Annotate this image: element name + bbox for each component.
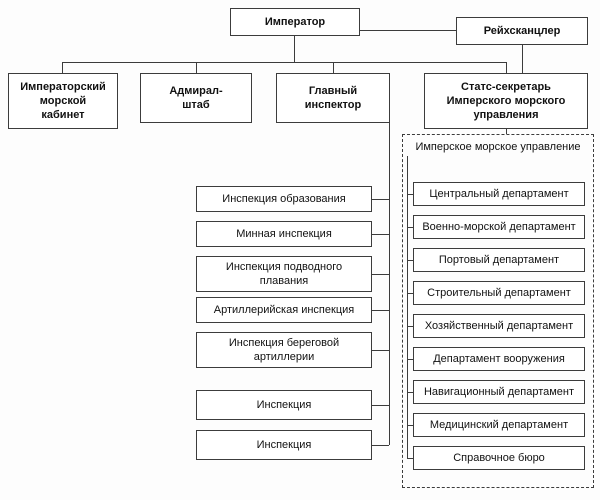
naval-office-group-label: Имперское морское управление	[415, 141, 581, 153]
node-inspection-mine: Минная инспекция	[196, 221, 372, 247]
node-admiral-staff-label: Адмирал- штаб	[169, 84, 223, 111]
connector-line	[372, 234, 389, 235]
node-dept-economic: Хозяйственный департамент	[413, 314, 585, 338]
node-inspection-label: Минная инспекция	[236, 227, 332, 240]
node-imperial-naval-cabinet-label: Императорский морской кабинет	[20, 80, 106, 122]
node-admiral-staff: Адмирал- штаб	[140, 73, 252, 123]
connector-line	[372, 445, 389, 446]
connector-line	[407, 425, 413, 426]
connector-line	[407, 156, 408, 458]
connector-line	[372, 274, 389, 275]
node-inspection-label: Инспекция подводного плавания	[225, 260, 343, 287]
node-dept-medical: Медицинский департамент	[413, 413, 585, 437]
node-dept-naval: Военно-морской департамент	[413, 215, 585, 239]
node-inspection-education: Инспекция образования	[196, 186, 372, 212]
node-dept-information-bureau: Справочное бюро	[413, 446, 585, 470]
node-dept-label: Справочное бюро	[453, 451, 545, 464]
node-inspection-coastal-artillery: Инспекция береговой артиллерии	[196, 332, 372, 368]
node-dept-label: Портовый департамент	[438, 253, 560, 266]
node-chancellor-label: Рейхсканцлер	[483, 24, 561, 37]
node-chief-inspector: Главный инспектор	[276, 73, 390, 123]
connector-line	[62, 62, 63, 73]
connector-line	[372, 350, 389, 351]
connector-line	[407, 227, 413, 228]
node-state-secretary: Статс-секретарь Имперского морского упра…	[424, 73, 588, 129]
node-dept-label: Навигационный департамент	[423, 385, 575, 398]
node-inspection-generic-2: Инспекция	[196, 430, 372, 460]
node-dept-label: Строительный департамент	[427, 286, 571, 299]
connector-line	[407, 359, 413, 360]
connector-line	[407, 458, 413, 459]
node-inspection-label: Инспекция	[256, 398, 312, 411]
node-inspection-submarine: Инспекция подводного плавания	[196, 256, 372, 292]
connector-line	[360, 30, 456, 31]
connector-line	[407, 260, 413, 261]
connector-line	[407, 392, 413, 393]
node-chief-inspector-label: Главный инспектор	[304, 84, 362, 111]
connector-line	[294, 36, 295, 62]
node-dept-central: Центральный департамент	[413, 182, 585, 206]
node-dept-label: Департамент вооружения	[433, 352, 565, 365]
node-imperial-naval-cabinet: Императорский морской кабинет	[8, 73, 118, 129]
naval-office-group	[402, 134, 594, 488]
node-chancellor: Рейхсканцлер	[456, 17, 588, 45]
connector-line	[506, 62, 507, 73]
connector-line	[407, 194, 413, 195]
node-inspection-label: Инспекция образования	[222, 192, 346, 205]
connector-line	[407, 326, 413, 327]
node-dept-label: Медицинский департамент	[429, 418, 569, 431]
node-dept-label: Военно-морской департамент	[422, 220, 576, 233]
connector-line	[372, 199, 389, 200]
node-dept-construction: Строительный департамент	[413, 281, 585, 305]
connector-line	[372, 310, 389, 311]
node-emperor: Император	[230, 8, 360, 36]
node-dept-port: Портовый департамент	[413, 248, 585, 272]
connector-line	[506, 129, 507, 134]
node-dept-navigation: Навигационный департамент	[413, 380, 585, 404]
node-inspection-artillery: Артиллерийская инспекция	[196, 297, 372, 323]
connector-line	[333, 62, 334, 73]
node-dept-label: Центральный департамент	[429, 187, 569, 200]
node-inspection-generic-1: Инспекция	[196, 390, 372, 420]
node-state-secretary-label: Статс-секретарь Имперского морского упра…	[446, 80, 566, 122]
node-inspection-label: Артиллерийская инспекция	[213, 303, 355, 316]
connector-line	[62, 62, 506, 63]
connector-line	[196, 62, 197, 73]
node-inspection-label: Инспекция	[256, 438, 312, 451]
node-inspection-label: Инспекция береговой артиллерии	[228, 336, 340, 363]
connector-line	[522, 45, 523, 73]
node-dept-armament: Департамент вооружения	[413, 347, 585, 371]
connector-line	[372, 405, 389, 406]
connector-line	[389, 123, 390, 445]
node-dept-label: Хозяйственный департамент	[424, 319, 574, 332]
node-emperor-label: Император	[264, 15, 326, 28]
connector-line	[407, 293, 413, 294]
